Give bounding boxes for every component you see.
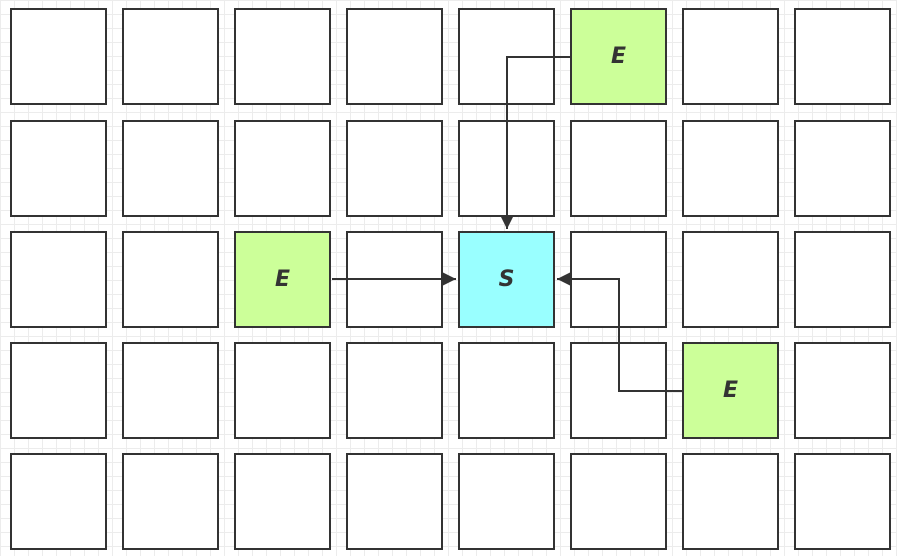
empty-cell <box>570 453 667 550</box>
empty-cell <box>794 231 891 328</box>
empty-cell <box>794 342 891 439</box>
end-label: E <box>274 267 291 292</box>
empty-cell <box>794 8 891 105</box>
end-cell: E <box>570 8 667 105</box>
empty-cell <box>234 120 331 217</box>
empty-cell <box>346 342 443 439</box>
empty-cell <box>10 231 107 328</box>
empty-cell <box>234 342 331 439</box>
end-cell: E <box>682 342 779 439</box>
end-label: E <box>722 378 739 403</box>
start-label: S <box>498 267 515 292</box>
empty-cell <box>122 120 219 217</box>
empty-cell <box>458 453 555 550</box>
empty-cell <box>122 342 219 439</box>
empty-cell <box>570 120 667 217</box>
end-cell: E <box>234 231 331 328</box>
empty-cell <box>682 453 779 550</box>
empty-cell <box>10 8 107 105</box>
empty-cell <box>122 453 219 550</box>
empty-cell <box>10 120 107 217</box>
empty-cell <box>122 231 219 328</box>
empty-cell <box>346 120 443 217</box>
empty-cell <box>346 8 443 105</box>
empty-cell <box>682 8 779 105</box>
arrow-top-end-to-start <box>500 56 570 229</box>
empty-cell <box>234 8 331 105</box>
arrow-left-end-to-start <box>332 272 456 286</box>
empty-cell <box>234 453 331 550</box>
empty-cell <box>794 453 891 550</box>
empty-cell <box>122 8 219 105</box>
empty-cell <box>10 453 107 550</box>
empty-cell <box>458 342 555 439</box>
empty-cell <box>794 120 891 217</box>
arrow-right-end-to-start <box>557 272 682 392</box>
empty-cell <box>682 120 779 217</box>
empty-cell <box>10 342 107 439</box>
end-label: E <box>610 44 627 69</box>
empty-cell <box>346 453 443 550</box>
empty-cell <box>682 231 779 328</box>
start-cell: S <box>458 231 555 328</box>
